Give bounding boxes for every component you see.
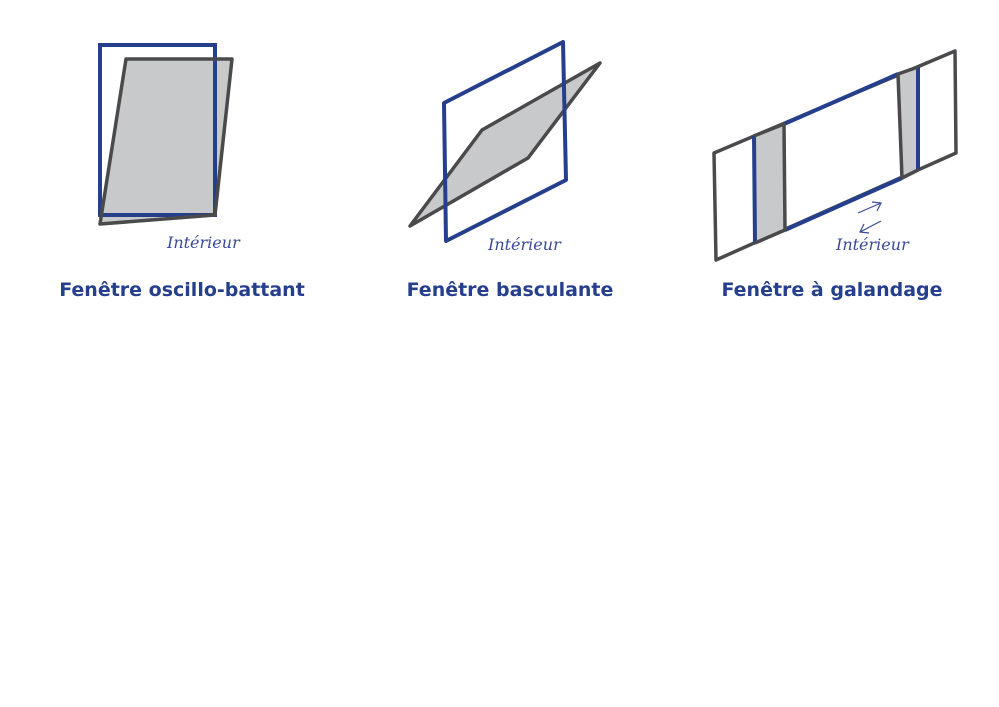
window-frame <box>442 40 568 243</box>
panel-title: Fenêtre basculante <box>406 279 614 301</box>
panel-title: Fenêtre oscillo-battant <box>59 279 305 301</box>
sash-outline <box>98 57 234 226</box>
interior-label: Intérieur <box>167 233 240 252</box>
sash-glass <box>408 61 602 228</box>
interior-label: Intérieur <box>836 235 909 254</box>
pocket-window-illustration <box>712 49 958 262</box>
pivot-window-illustration <box>408 40 602 243</box>
interior-label: Intérieur <box>488 235 561 254</box>
sash-glass <box>100 59 232 224</box>
panel-title: Fenêtre à galandage <box>721 279 943 301</box>
right-sash-glass <box>898 67 918 178</box>
tilt-turn-window-illustration <box>98 43 234 226</box>
window-frame <box>98 43 217 217</box>
sliding-arrows-icon <box>857 201 882 234</box>
left-sash-glass <box>754 124 785 243</box>
